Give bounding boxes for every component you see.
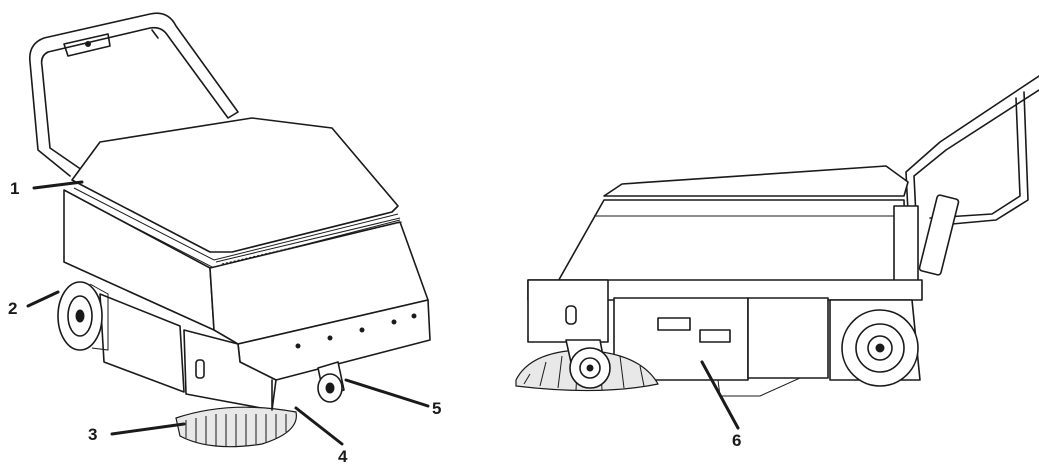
front-caster [317, 361, 345, 403]
side-brush [175, 406, 297, 448]
side-top-cover [603, 165, 909, 201]
rear-wheel [57, 281, 109, 351]
sweeper-front-view [28, 12, 431, 448]
side-push-handle [905, 75, 1039, 276]
callout-labels: 1 2 3 4 5 6 [8, 179, 741, 464]
callout-2: 2 [8, 299, 17, 318]
lower-chassis [99, 293, 277, 411]
main-body [63, 189, 431, 381]
push-handle [28, 12, 239, 177]
side-rear-wheel [829, 299, 921, 387]
callout-1: 1 [10, 179, 19, 198]
callout-3: 3 [88, 425, 97, 444]
side-main-body [551, 199, 919, 293]
sweeper-side-view [515, 75, 1039, 397]
callout-4: 4 [338, 447, 348, 464]
callout-6: 6 [732, 431, 741, 450]
callout-leaders [26, 180, 740, 446]
callout-5: 5 [432, 399, 441, 418]
side-brush-side-view [515, 339, 659, 392]
